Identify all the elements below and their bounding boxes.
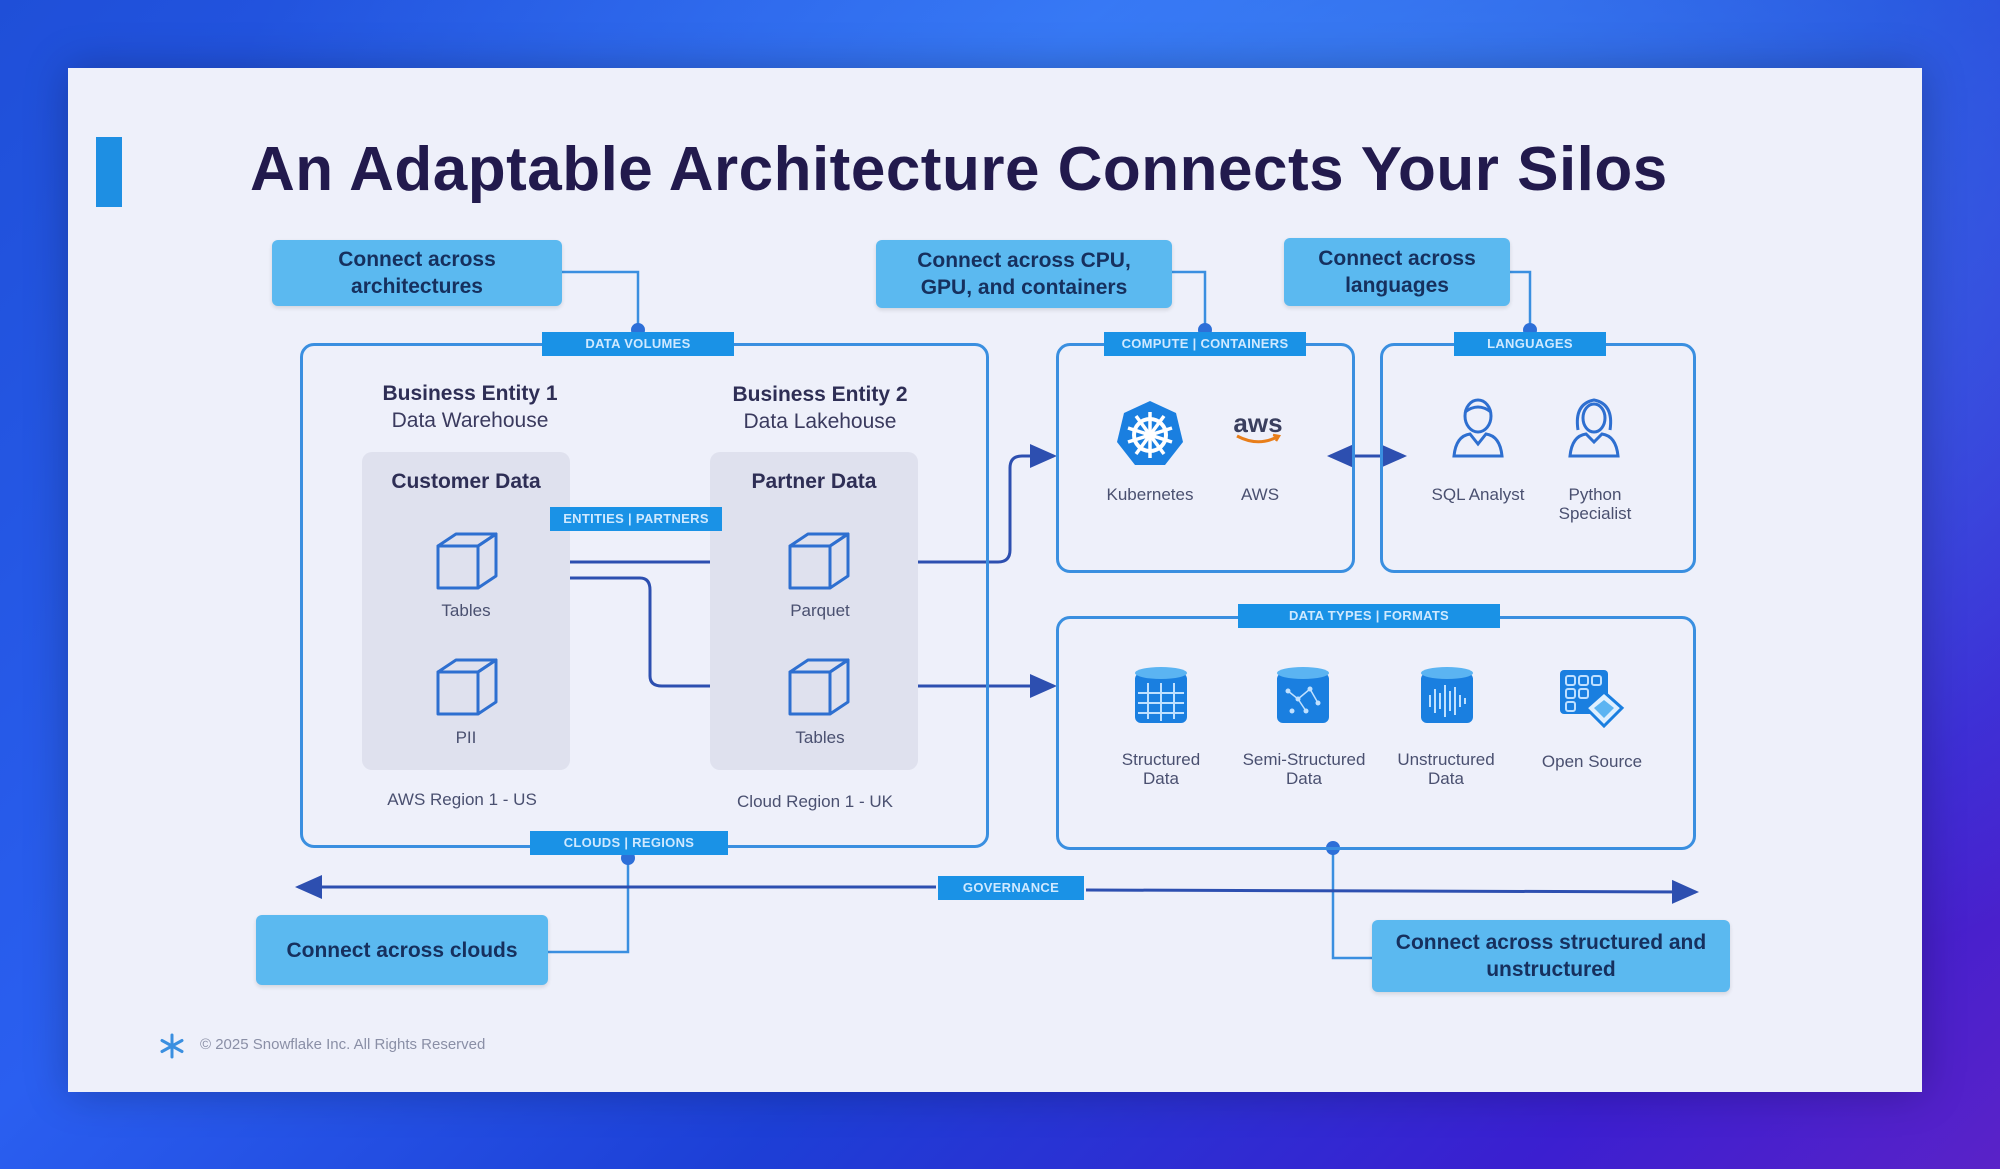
data-types-container (1056, 616, 1696, 850)
data-type-open-source: Open Source (1541, 752, 1643, 771)
entity1-name: Business Entity 1 (382, 382, 558, 405)
kubernetes-icon (1117, 401, 1183, 465)
entity1-type: Data Warehouse (391, 409, 549, 432)
cube-icon (436, 658, 498, 716)
compute-container (1056, 343, 1355, 573)
tag-data-types-formats: DATA TYPES | FORMATS (1238, 604, 1500, 628)
cube-icon (788, 658, 850, 716)
entity2-item-tables: Tables (795, 728, 845, 747)
entity2-name: Business Entity 2 (732, 383, 908, 406)
entity2-type: Data Lakehouse (743, 410, 897, 433)
entity1-item-tables: Tables (441, 601, 491, 620)
languages-item-python: Python Specialist (1558, 485, 1632, 523)
tag-languages: LANGUAGES (1454, 332, 1606, 356)
database-grid-icon (1135, 667, 1187, 723)
entity1-item-pii: PII (455, 728, 477, 747)
customer-data-label: Customer Data (391, 470, 541, 493)
entity1-heading: Business Entity 1 Data Warehouse (340, 380, 600, 434)
entity1-region: AWS Region 1 - US (387, 790, 537, 809)
customer-data-panel (362, 452, 570, 770)
entity2-region: Cloud Region 1 - UK (737, 792, 893, 811)
partner-data-heading: Partner Data (710, 468, 918, 495)
languages-item-sql: SQL Analyst (1431, 485, 1525, 504)
data-type-unstructured: Unstructured Data (1397, 750, 1495, 788)
cube-icon (436, 532, 498, 590)
customer-data-heading: Customer Data (362, 468, 570, 495)
person-icon (1452, 398, 1504, 458)
slide-title: An Adaptable Architecture Connects Your … (250, 135, 1668, 204)
tag-governance: GOVERNANCE (938, 876, 1084, 900)
callout-structured: Connect across structured and unstructur… (1372, 920, 1730, 992)
compute-item-kubernetes: Kubernetes (1106, 485, 1194, 504)
person-icon (1568, 398, 1620, 458)
copyright-footer: © 2025 Snowflake Inc. All Rights Reserve… (200, 1036, 486, 1053)
compute-item-aws: AWS (1240, 485, 1280, 504)
aws-logo-text: aws (1233, 408, 1283, 438)
callout-languages: Connect across languages (1284, 238, 1510, 306)
cube-icon (788, 532, 850, 590)
callout-compute: Connect across CPU, GPU, and containers (876, 240, 1172, 308)
tag-compute-containers: COMPUTE | CONTAINERS (1104, 332, 1306, 356)
data-type-structured: Structured Data (1121, 750, 1201, 788)
entity2-heading: Business Entity 2 Data Lakehouse (690, 381, 950, 435)
data-type-semi-structured: Semi-Structured Data (1242, 750, 1366, 788)
open-source-icon (1560, 670, 1625, 729)
callout-clouds: Connect across clouds (256, 915, 548, 985)
snowflake-logo-icon (160, 1033, 184, 1059)
tag-entities-partners: ENTITIES | PARTNERS (550, 507, 722, 531)
callout-architectures: Connect across architectures (272, 240, 562, 306)
partner-data-label: Partner Data (751, 470, 877, 493)
aws-logo: aws (1228, 408, 1288, 445)
languages-container (1380, 343, 1696, 573)
database-waves-icon (1421, 667, 1473, 723)
title-accent-bar (96, 137, 122, 207)
entity2-item-parquet: Parquet (790, 601, 850, 620)
partner-data-panel (710, 452, 918, 770)
tag-data-volumes: DATA VOLUMES (542, 332, 734, 356)
tag-clouds-regions: CLOUDS | REGIONS (530, 831, 728, 855)
database-dots-icon (1277, 667, 1329, 723)
